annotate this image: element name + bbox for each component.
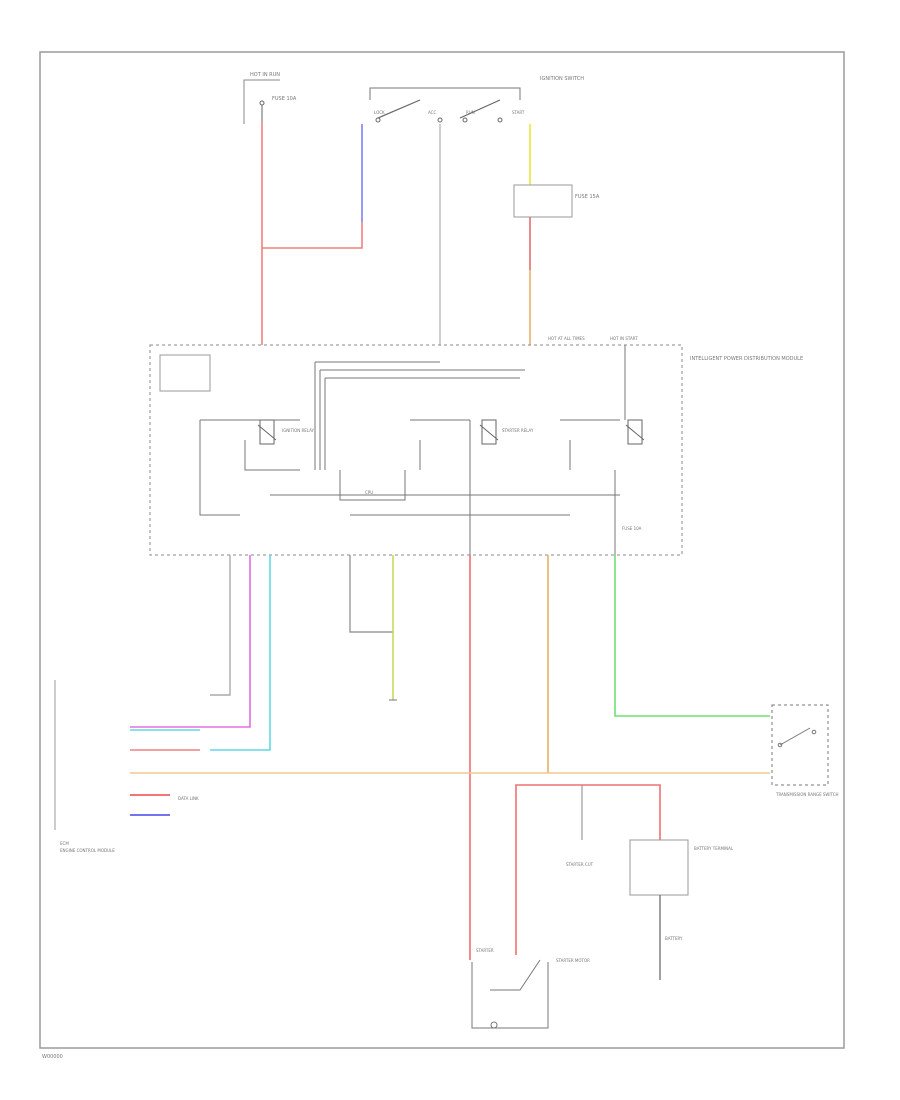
module-label: INTELLIGENT POWER DISTRIBUTION MODULE [690, 356, 803, 362]
ignition-run-label: RUN [466, 110, 475, 115]
ignition-start-label: START [512, 110, 525, 115]
ecm-connector-rows [54, 680, 170, 830]
wire-green [614, 555, 770, 717]
cpu-label: CPU [365, 490, 373, 495]
ignition-relay-label: IGNITION RELAY [282, 428, 315, 433]
transmission-range-switch-label: TRANSMISSION RANGE SWITCH [775, 792, 839, 797]
battery-terminal-box [629, 839, 689, 896]
ignition-switch-label: IGNITION SWITCH [540, 76, 584, 82]
starter-relay-2-symbol [625, 419, 645, 445]
wire-red-lower [515, 784, 661, 955]
hot-at-all-times-label: HOT AT ALL TIMES [548, 336, 585, 341]
transmission-range-switch-symbol [771, 704, 829, 786]
module-ecm-block [159, 354, 211, 392]
footer-code: W00000 [42, 1054, 63, 1060]
hot-in-run-label: HOT IN RUN [250, 72, 280, 78]
starter-motor-symbol [471, 959, 549, 1029]
starter-relay-label: STARTER RELAY [502, 428, 534, 433]
data-link-label: DATA LINK [178, 796, 199, 801]
fuse-top-symbol [259, 100, 265, 122]
module-internal-wiring [199, 345, 626, 560]
hot-in-start-label: HOT IN START [610, 336, 638, 341]
starter-motor-label: STARTER MOTOR [556, 958, 590, 963]
ecm-short-label: ECM [60, 841, 69, 846]
starter-relay-symbol [479, 419, 499, 445]
wire-pink-branch [262, 222, 363, 249]
ignition-switch-symbol [369, 87, 521, 123]
fuse-mid-label: FUSE 15A [575, 194, 600, 200]
ignition-lock-label: LOCK [374, 110, 385, 115]
fuse-top-label: FUSE 10A [272, 96, 297, 102]
diagram-frame [39, 51, 845, 1049]
fuse-mid-box [513, 184, 573, 218]
ignition-acc-label: ACC [428, 110, 436, 115]
wire-black-gnd [349, 555, 393, 633]
battery-label: BATTERY [665, 936, 683, 941]
hot-in-run-bracket [243, 79, 280, 124]
wire-gray-left [210, 555, 231, 696]
ecm-label: ENGINE CONTROL MODULE [60, 848, 115, 853]
starter-label: STARTER [476, 948, 494, 953]
fuse-module-bottom-label: FUSE 10A [622, 526, 642, 531]
wire-magenta [130, 555, 251, 728]
starter-cut-label: STARTER CUT [566, 862, 594, 867]
ignition-relay-symbol [257, 419, 277, 445]
module-box [149, 344, 683, 556]
wire-cyan [210, 555, 271, 751]
battery-terminal-label: BATTERY TERMINAL [694, 846, 734, 851]
